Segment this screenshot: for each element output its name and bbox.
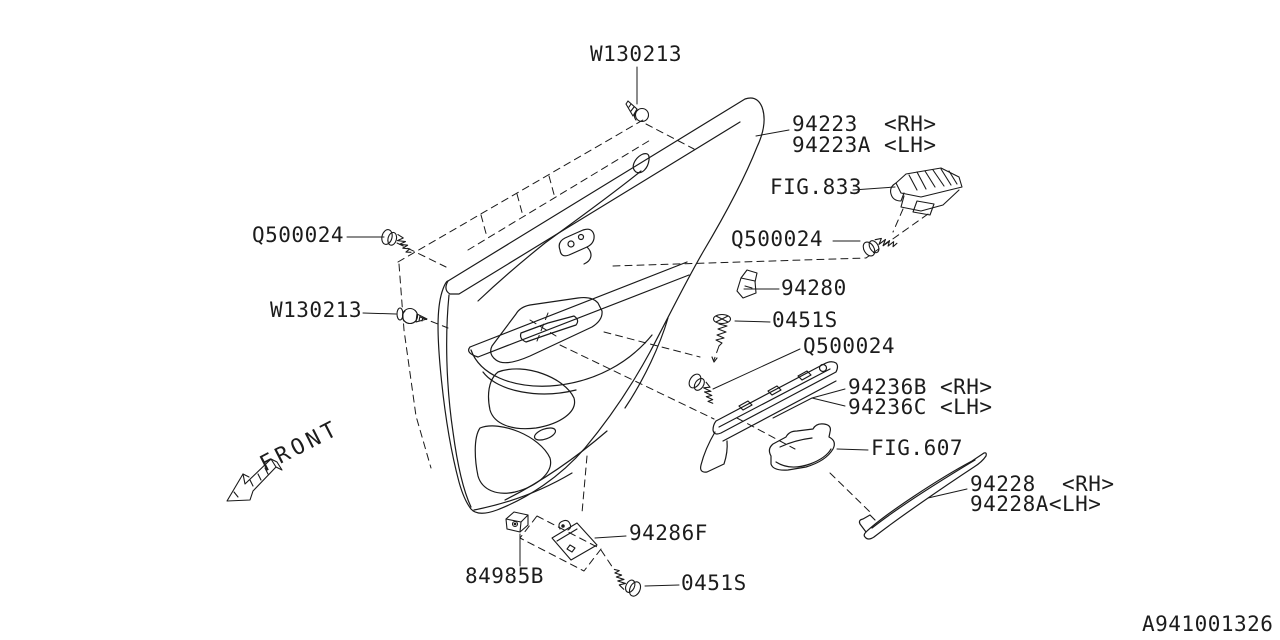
leader-lines <box>346 66 968 587</box>
switch-panel-fig833-drawing <box>890 167 963 216</box>
clip-left-drawing <box>396 307 428 325</box>
callout-screw-0451s-mid[interactable]: 0451S <box>772 308 838 332</box>
callout-bracket-94286f[interactable]: 94286F <box>629 521 708 545</box>
callout-screw-left[interactable]: Q500024 <box>252 223 345 247</box>
front-arrow-icon <box>226 458 283 502</box>
callout-fig-607[interactable]: FIG.607 <box>871 436 964 460</box>
trim-strip-94236-drawing <box>700 361 839 473</box>
callout-trim-rh[interactable]: 94236B <RH> <box>848 375 993 399</box>
lamp-84985b-drawing <box>505 511 529 533</box>
diagram-id: A941001326 <box>1142 612 1274 636</box>
callout-screw-0451s-bottom[interactable]: 0451S <box>681 571 747 595</box>
callout-fig-833[interactable]: FIG.833 <box>770 175 863 199</box>
cap-94280-drawing <box>736 269 758 299</box>
callout-clip-left[interactable]: W130213 <box>270 298 363 322</box>
screw-0451s-bottom-drawing <box>606 567 645 599</box>
screw-0451s-mid-drawing <box>711 313 732 363</box>
screw-upper-right-drawing <box>860 228 898 261</box>
pocket-fig607-drawing <box>768 423 835 471</box>
callout-cap-94280[interactable]: 94280 <box>781 276 847 300</box>
bracket-94286f-drawing <box>551 519 598 561</box>
molding-94228-drawing <box>858 452 987 540</box>
clip-top-drawing <box>625 100 650 123</box>
screw-left-drawing <box>379 227 416 254</box>
callout-panel-lh[interactable]: 94223A <LH> <box>792 133 937 157</box>
callout-molding-rh[interactable]: 94228 <RH> <box>970 472 1115 496</box>
callout-screw-upper-right[interactable]: Q500024 <box>731 227 824 251</box>
callout-trim-lh[interactable]: 94236C <LH> <box>848 395 993 419</box>
projection-lines <box>396 119 929 572</box>
callout-screw-lower[interactable]: Q500024 <box>803 334 896 358</box>
callout-clip-top[interactable]: W130213 <box>590 42 683 66</box>
door-trim-panel-drawing <box>437 97 765 514</box>
callout-lamp-84985b[interactable]: 84985B <box>465 564 544 588</box>
callout-panel-rh[interactable]: 94223 <RH> <box>792 112 937 136</box>
callout-molding-lh[interactable]: 94228A<LH> <box>970 492 1102 516</box>
